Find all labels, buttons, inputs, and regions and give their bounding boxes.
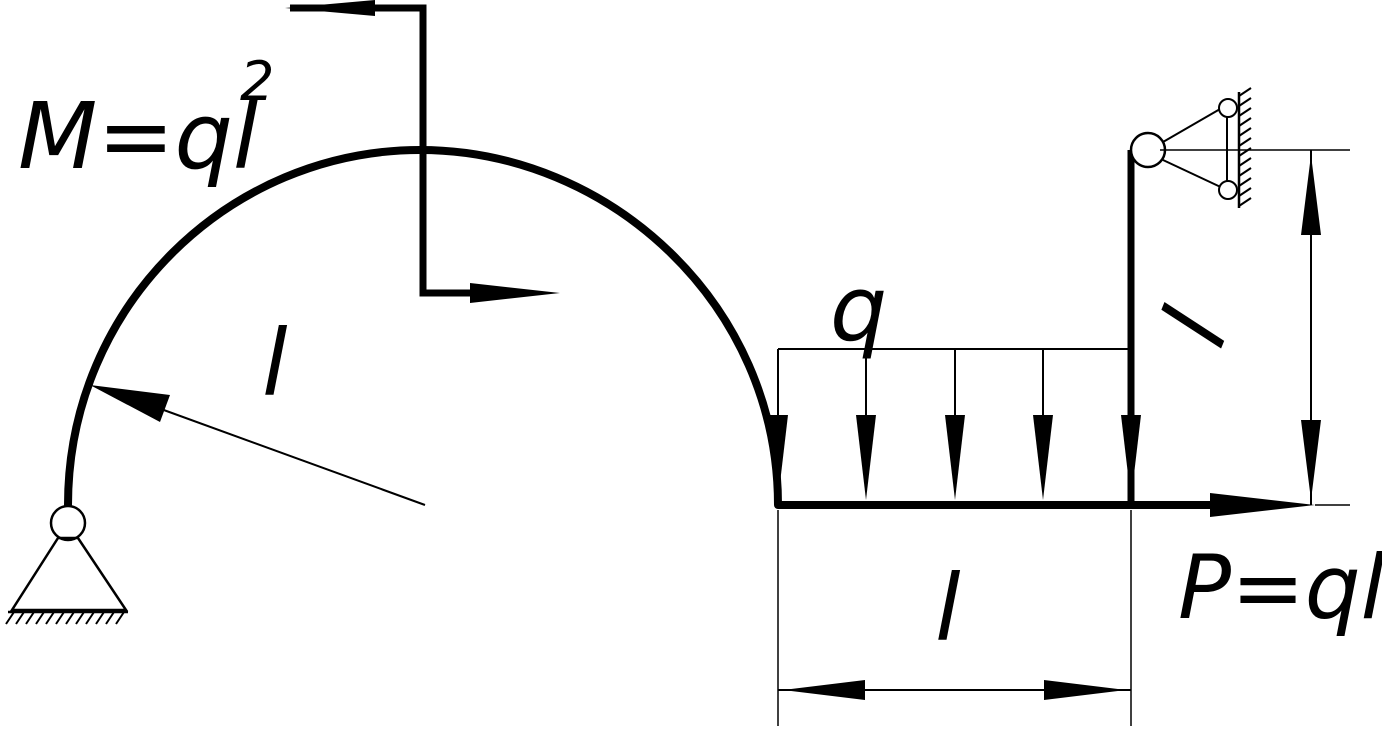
load-label: q xyxy=(830,257,887,362)
moment-symbol xyxy=(285,0,560,303)
span-label: l xyxy=(935,555,961,662)
moment-label: M=ql xyxy=(18,83,259,190)
force-arrow xyxy=(1210,493,1315,517)
post-height-label: l xyxy=(1141,296,1250,360)
radius-arrow xyxy=(90,385,426,506)
dimension-horizontal xyxy=(777,510,1132,726)
pin-support-left xyxy=(5,504,129,625)
distributed-load xyxy=(768,348,1141,500)
dimension-vertical xyxy=(1160,149,1350,506)
radius-label: l xyxy=(262,310,288,417)
roller-support-right xyxy=(1129,87,1252,208)
force-label: P=ql xyxy=(1178,536,1382,639)
moment-exponent: 2 xyxy=(240,50,274,113)
